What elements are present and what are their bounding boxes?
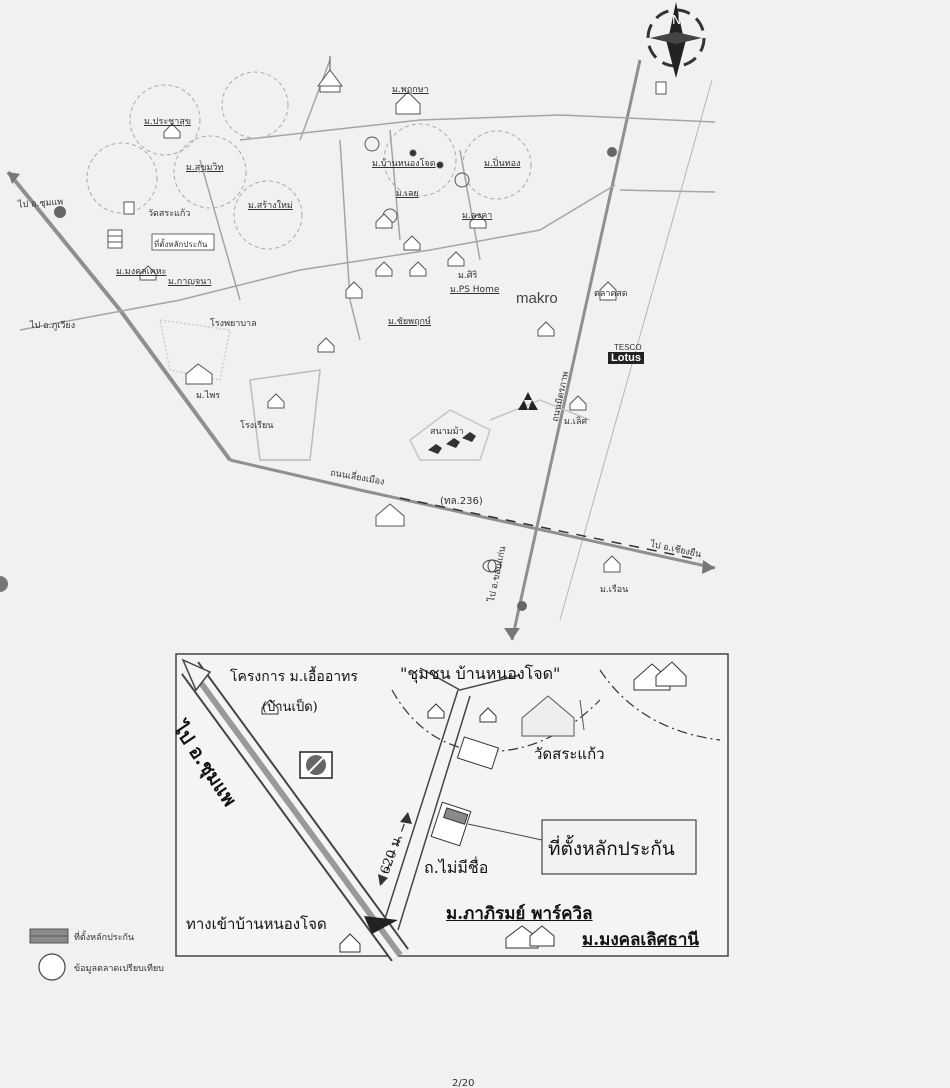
legend-collateral-label: ที่ตั้งหลักประกัน — [74, 933, 135, 943]
legend — [29, 928, 69, 981]
place-label: ม.สุขุมวิท — [186, 163, 224, 173]
place-label: ม.เลิศ — [564, 417, 588, 427]
collateral-label-main: ที่ตั้งหลักประกัน — [154, 240, 208, 249]
inset-collateral-box-label: ที่ตั้งหลักประกัน — [548, 838, 675, 860]
place-label: ม.กาญจนา — [168, 277, 212, 287]
gas-station-icon — [54, 81, 667, 611]
place-label: โรงพยาบาล — [210, 319, 257, 329]
place-label: ม.คงคา — [462, 211, 493, 221]
secondary-roads — [19, 59, 716, 461]
map-markers — [364, 136, 470, 224]
place-label: ม.เรือน — [600, 585, 629, 595]
place-label: ม.สร้างใหม่ — [248, 201, 293, 211]
temple-icon — [317, 56, 343, 93]
house-icon — [139, 91, 621, 573]
place-label: วัดสระแก้ว — [148, 209, 191, 219]
main-highway — [504, 59, 713, 641]
north-arrow-icon: N — [646, 2, 706, 78]
tesco-label: TESCO — [614, 343, 642, 352]
place-label: ม.PS Home — [450, 285, 500, 295]
inset-map — [175, 653, 729, 962]
inset-entrance-label: ทางเข้าบ้านหนองโจด — [186, 915, 327, 933]
place-label: ม.ประชาสุข — [144, 117, 191, 127]
place-label: โรงเรียน — [240, 421, 274, 431]
left-highway — [6, 170, 716, 574]
place-label: ตลาดสด — [594, 289, 628, 299]
place-label: ม.ไพร — [196, 391, 221, 401]
lotus-label: Lotus — [608, 352, 644, 364]
mitsubishi-logo-icon — [518, 392, 538, 410]
edge-mark — [0, 576, 8, 592]
place-label: ม.ปิ่นทอง — [484, 159, 521, 169]
place-label: ม.พฤกษา — [392, 85, 429, 95]
inset-project-sub-label: (บ้านเป็ด) — [262, 700, 318, 715]
inset-mongkol-label: ม.มงคลเลิศธานี — [582, 930, 699, 950]
place-label: ม.ศิริ — [458, 271, 478, 281]
svg-text:N: N — [672, 13, 681, 27]
place-label: ม.ชัยพฤกษ์ — [388, 317, 431, 327]
collateral-marker-main — [107, 229, 215, 251]
horse-icon — [428, 432, 476, 454]
legend-comparables-label: ข้อมูลตลาดเปรียบเทียบ — [74, 964, 164, 974]
makro-label: makro — [516, 290, 558, 307]
page-number: 2/20 — [452, 1078, 475, 1088]
toyota-logo-icon — [482, 559, 502, 573]
place-label: ม.มงคลเคหะ — [116, 267, 167, 277]
inset-community-label: "ชุมชน บ้านหนองโจด" — [400, 664, 561, 683]
highway-number-label: (ทล.236) — [440, 496, 483, 507]
inset-project-label: โครงการ ม.เอื้ออาทร — [230, 669, 358, 685]
inset-soi-label: ถ.ไม่มีชื่อ — [424, 858, 489, 877]
comparables-circles — [86, 71, 532, 250]
road-label-phuwiang: ไป อ.ภูเวียง — [30, 321, 76, 331]
place-label: ม.เลย — [396, 189, 419, 199]
inset-wat-label: วัดสระแก้ว — [534, 745, 605, 763]
inset-phiromsuk-label: ม.ภาภิรมย์ พาร์ควิล — [446, 904, 593, 924]
place-label: สนามม้า — [430, 427, 464, 437]
place-label: ม.บ้านหนองโจด — [372, 159, 436, 169]
